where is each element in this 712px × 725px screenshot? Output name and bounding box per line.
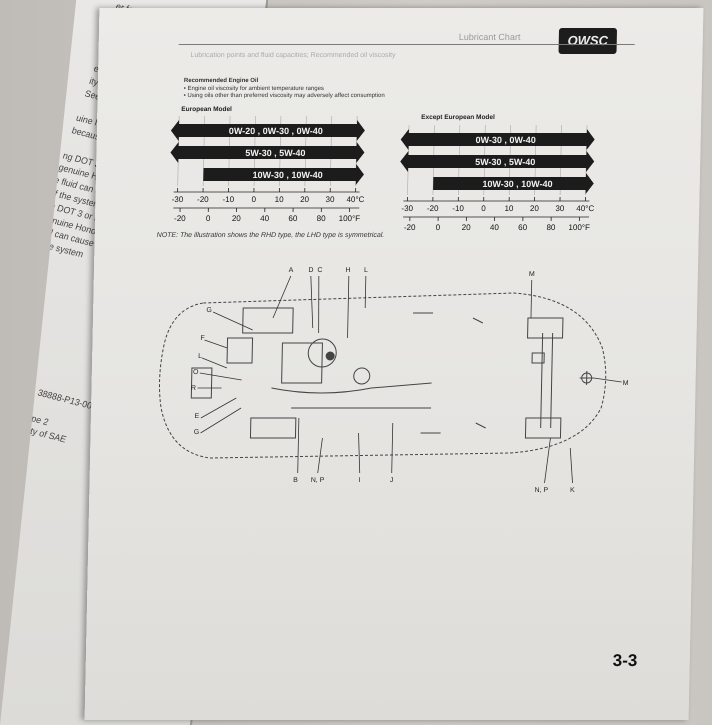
diagram-callout-label: F <box>200 335 204 342</box>
fahrenheit-tick-label: 100°F <box>339 214 361 223</box>
celsius-tick-label: -10 <box>222 195 234 204</box>
oil-range-bar <box>433 173 594 194</box>
oil-range-bar <box>400 129 595 150</box>
oil-range-bar <box>170 120 365 141</box>
fahrenheit-tick-label: 40 <box>260 214 270 223</box>
fahrenheit-tick-label: 0 <box>206 214 211 223</box>
oil-range-bar <box>170 142 365 163</box>
diagram-callout-label: H <box>345 267 350 274</box>
celsius-tick-label: 20 <box>530 204 540 213</box>
oil-range-label: 0W-20 , 0W-30 , 0W-40 <box>229 126 323 136</box>
celsius-tick-label: -10 <box>452 204 464 213</box>
section-logo: OWSC <box>558 28 618 54</box>
diagram-callout-label: A <box>289 267 294 274</box>
diagram-callout-label: M <box>529 271 535 278</box>
celsius-tick-label: -30 <box>172 195 184 204</box>
fahrenheit-tick-label: 40 <box>490 223 500 232</box>
chart-title-european: European Model <box>181 106 232 113</box>
celsius-tick-label: 40°C <box>346 195 364 204</box>
fahrenheit-tick-label: -20 <box>404 223 416 232</box>
fahrenheit-tick-label: 0 <box>436 223 441 232</box>
diagram-callout-label: L <box>364 267 368 274</box>
note-text: NOTE: The illustration shows the RHD typ… <box>156 232 385 239</box>
header-title: Lubricant Chart <box>458 32 521 42</box>
celsius-tick-label: 0 <box>251 195 256 204</box>
fahrenheit-tick-label: 60 <box>288 214 298 223</box>
celsius-tick-label: 40°C <box>576 204 594 213</box>
oil-range-label: 10W-30 , 10W-40 <box>482 179 552 189</box>
diagram-callout-label: G <box>194 429 200 436</box>
celsius-tick-label: 30 <box>325 195 335 204</box>
oil-bullet-1: • Engine oil viscosity for ambient tempe… <box>183 86 324 92</box>
diagram-callout-label: K <box>570 487 575 494</box>
diagram-callout-label: N, P <box>311 477 325 484</box>
chart-title-except-european: Except European Model <box>421 114 495 121</box>
fahrenheit-tick-label: 80 <box>546 223 556 232</box>
chart-except-european-svg: 0W-30 , 0W-40 5W-30 , 5W-40 10W-30 , 10W-4… <box>400 125 595 232</box>
celsius-tick-label: 0 <box>481 204 486 213</box>
oil-range-bar <box>400 151 595 172</box>
oil-range-label: 0W-30 , 0W-40 <box>476 135 536 145</box>
main-page: OWSC Lubricant Chart Lubrication points … <box>84 8 704 720</box>
oil-range-label: 5W-30 , 5W-40 <box>245 148 305 158</box>
page-number: 3-3 <box>612 651 638 670</box>
fahrenheit-tick-label: -20 <box>174 214 186 223</box>
fahrenheit-tick-label: 60 <box>518 223 528 232</box>
diagram-callout-label: L <box>198 353 202 360</box>
header-rule <box>178 44 635 45</box>
diagram-callout-label: I <box>359 477 361 484</box>
oil-bullet-2: • Using oils other than preferred viscos… <box>183 93 385 99</box>
celsius-tick-label: -30 <box>401 204 413 213</box>
celsius-tick-label: -20 <box>427 204 439 213</box>
fahrenheit-tick-label: 20 <box>232 214 242 223</box>
chart-european-svg: 0W-20 , 0W-30 , 0W-40 5W-30 , 5W-40 10W-30… <box>170 116 365 223</box>
celsius-tick-label: 10 <box>504 204 514 213</box>
fahrenheit-tick-label: 80 <box>317 214 327 223</box>
diagram-callout-label: E <box>194 413 199 420</box>
oil-range-label: 10W-30 , 10W-40 <box>252 170 322 180</box>
celsius-tick-label: 30 <box>555 204 565 213</box>
fahrenheit-tick-label: 100°F <box>568 223 590 232</box>
diagram-callout-label: J <box>390 477 394 484</box>
diagram-callout-label: R <box>191 385 196 392</box>
oil-range-bar <box>203 164 364 185</box>
diagram-callout-label: G <box>206 307 212 314</box>
diagram-callout-label: M <box>623 380 629 387</box>
header-subtitle: Lubrication points and fluid capacities;… <box>190 52 396 59</box>
diagram-callout-label: O <box>193 369 199 376</box>
diagram-callout-label: B <box>293 477 298 484</box>
celsius-tick-label: -20 <box>197 195 209 204</box>
oil-range-label: 5W-30 , 5W-40 <box>475 157 535 167</box>
celsius-tick-label: 20 <box>300 195 310 204</box>
diagram-callout-label: D <box>308 267 313 274</box>
fahrenheit-tick-label: 20 <box>462 223 472 232</box>
diagram-callout-label: N, P <box>534 487 548 494</box>
celsius-tick-label: 10 <box>275 195 285 204</box>
oil-heading: Recommended Engine Oil <box>183 78 259 84</box>
diagram-callout-label: C <box>317 267 322 274</box>
